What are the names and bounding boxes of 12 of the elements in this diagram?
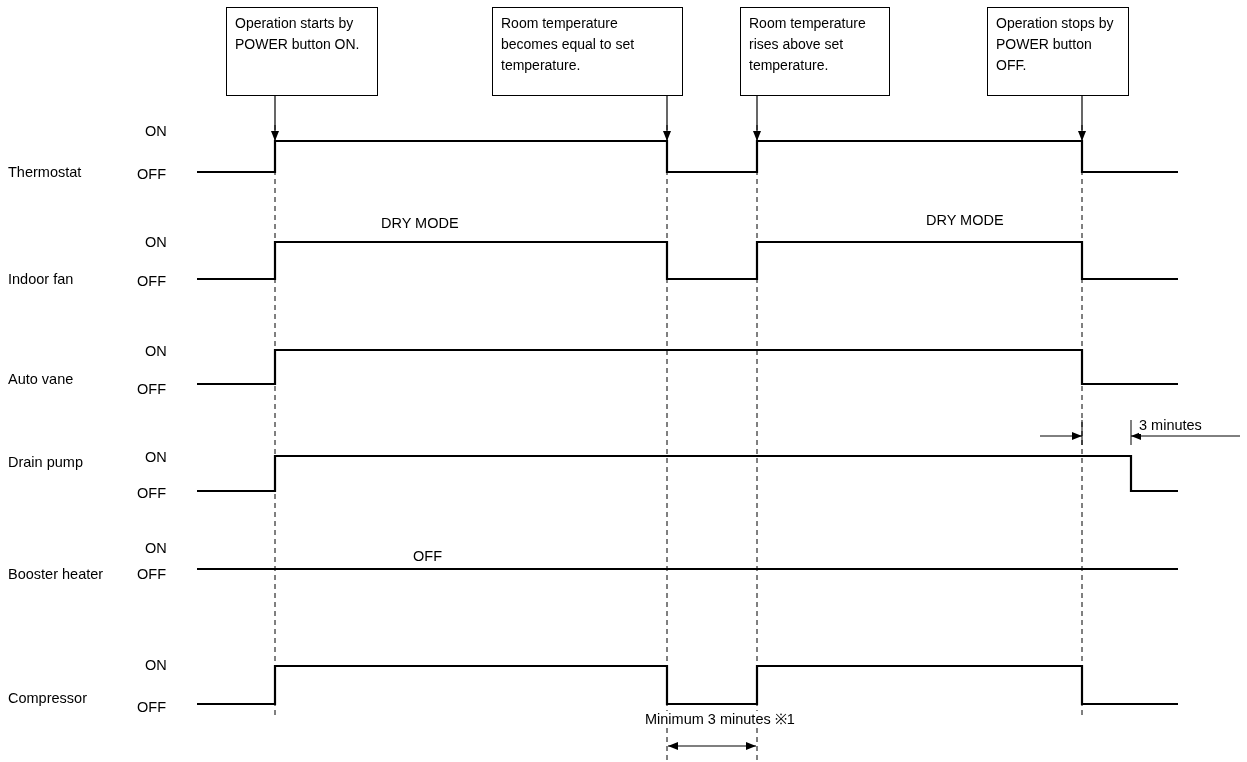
- dimension-label: 3 minutes: [1139, 416, 1202, 434]
- callout-box: Operation starts by POWER button ON.: [226, 7, 378, 96]
- timing-waveform: [197, 139, 1178, 174]
- callout-box: Room temperature rises above set temperature.: [740, 7, 890, 96]
- callout-box: Operation stops by POWER button OFF.: [987, 7, 1129, 96]
- dimension-label: Minimum 3 minutes ※1: [645, 710, 795, 728]
- arrow: [663, 95, 671, 142]
- signal-name: Drain pump: [8, 453, 83, 471]
- callout-box: Room temperature becomes equal to set temperature.: [492, 7, 683, 96]
- arrow: [271, 95, 279, 142]
- arrow: [1078, 95, 1086, 142]
- arrow: [753, 95, 761, 142]
